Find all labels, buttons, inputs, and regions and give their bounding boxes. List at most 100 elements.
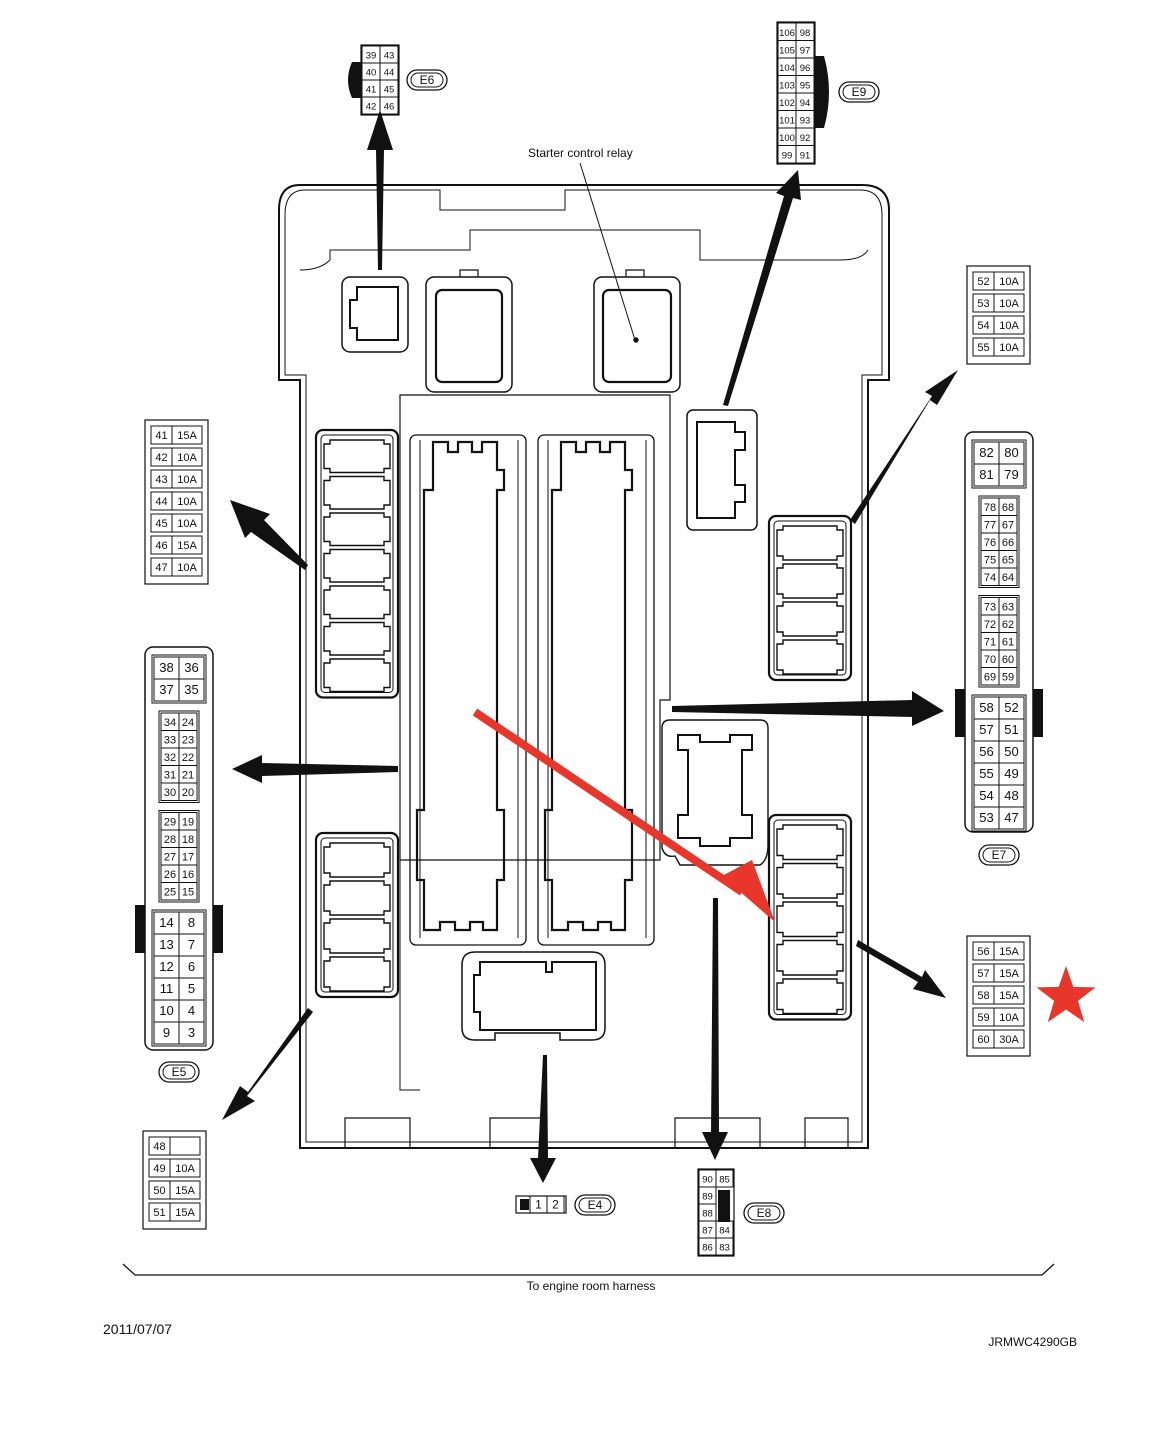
pin-label: 48 bbox=[1004, 788, 1018, 803]
fuse-slot bbox=[323, 918, 391, 954]
pin-label: 47 bbox=[1004, 810, 1018, 825]
pin-group bbox=[971, 439, 1027, 489]
connector-id: E9 bbox=[852, 85, 867, 99]
pin-label: 44 bbox=[384, 68, 395, 79]
pin-cell bbox=[171, 491, 203, 511]
pin-label: 102 bbox=[779, 98, 795, 109]
pin-label: 31 bbox=[164, 769, 176, 781]
fuse-number: 47 bbox=[155, 562, 167, 574]
pin-label: 89 bbox=[702, 1192, 713, 1203]
pin-label: 54 bbox=[979, 788, 993, 803]
connector-frame bbox=[964, 431, 1034, 833]
pin-cell bbox=[546, 1195, 565, 1214]
arrow-to-fuses-52-55 bbox=[850, 370, 958, 524]
pin-cell bbox=[178, 678, 205, 702]
fuse-block-frame bbox=[767, 813, 853, 1021]
pin-group bbox=[971, 694, 1027, 832]
pin-label: 82 bbox=[979, 445, 993, 460]
pin-cell bbox=[993, 941, 1025, 961]
fuse-block-inner bbox=[320, 837, 394, 993]
pin-cell bbox=[169, 1136, 201, 1156]
connector-id: E4 bbox=[588, 1198, 603, 1212]
pin-group bbox=[978, 595, 1020, 688]
fusible-link-block-left bbox=[409, 434, 527, 946]
pin-label: 61 bbox=[1002, 636, 1014, 648]
fuse-number: 49 bbox=[153, 1163, 165, 1175]
pin-label: 28 bbox=[164, 834, 176, 846]
fuse-slot bbox=[776, 901, 844, 938]
arrow-to-e5 bbox=[232, 755, 398, 783]
pin-label: 70 bbox=[984, 654, 996, 666]
diagram-date: 2011/07/07 bbox=[103, 1321, 172, 1337]
connector-latch bbox=[1033, 689, 1043, 737]
pin-label: 92 bbox=[800, 133, 811, 144]
pin-label: 105 bbox=[779, 45, 795, 56]
pin-cell bbox=[178, 782, 198, 801]
pin-label: 35 bbox=[184, 682, 198, 697]
pin-label: 30 bbox=[164, 787, 176, 799]
fuse-number: 43 bbox=[155, 474, 167, 486]
pin-cell bbox=[993, 293, 1025, 313]
pin-label: 40 bbox=[366, 68, 377, 79]
fuse-rating: 15A bbox=[177, 540, 197, 552]
pin-label: 87 bbox=[702, 1226, 713, 1237]
fuse-table-frame bbox=[144, 419, 209, 585]
connector-badge bbox=[406, 69, 448, 91]
arrow-to-e8 bbox=[702, 898, 728, 1160]
highlight-star bbox=[1036, 966, 1096, 1023]
fuse-block-52-55 bbox=[767, 514, 853, 682]
fuse-number: 48 bbox=[153, 1141, 165, 1153]
connector-latch bbox=[814, 56, 829, 128]
fuse-number: 52 bbox=[977, 276, 989, 288]
pin-label: 73 bbox=[984, 601, 996, 613]
fuse-number: 53 bbox=[977, 298, 989, 310]
fuse-number: 59 bbox=[977, 1012, 989, 1024]
pin-cell bbox=[169, 1180, 201, 1200]
pin-label: 84 bbox=[719, 1226, 730, 1237]
highlight-arrow bbox=[472, 708, 775, 922]
pin-cell bbox=[171, 425, 203, 445]
pin-label: 2 bbox=[552, 1198, 559, 1212]
pin-cell bbox=[715, 1237, 734, 1256]
fuse-rating: 10A bbox=[999, 1012, 1019, 1024]
fuse-slot bbox=[776, 978, 844, 1015]
relay-socket-right bbox=[686, 409, 758, 531]
fuse-slot bbox=[323, 956, 391, 992]
pin-label: 62 bbox=[1002, 619, 1014, 631]
pin-label: 11 bbox=[160, 981, 174, 996]
fuse-number: 55 bbox=[977, 342, 989, 354]
pin-label: 1 bbox=[535, 1198, 542, 1212]
fuse-number: 46 bbox=[155, 540, 167, 552]
connector-badge-inner bbox=[578, 1197, 612, 1213]
fuse-slot bbox=[323, 880, 391, 916]
pin-label: 65 bbox=[1002, 554, 1014, 566]
fuse-rating: 15A bbox=[177, 430, 197, 442]
fuse-slot bbox=[776, 939, 844, 976]
pin-label: 100 bbox=[779, 133, 795, 144]
pin-label: 14 bbox=[159, 915, 173, 930]
fuse-slot bbox=[323, 439, 391, 474]
pin-label: 19 bbox=[182, 816, 194, 828]
pin-label: 101 bbox=[779, 115, 795, 126]
pin-label: 27 bbox=[164, 851, 176, 863]
pin-label: 43 bbox=[384, 51, 395, 62]
pin-label: 60 bbox=[1002, 654, 1014, 666]
arrow-to-fuses-56-60 bbox=[856, 940, 946, 998]
pin-label: 22 bbox=[182, 752, 194, 764]
pin-cell bbox=[993, 1029, 1025, 1049]
pin-label: 59 bbox=[1002, 671, 1014, 683]
pin-label: 69 bbox=[984, 671, 996, 683]
pin-label: 34 bbox=[164, 717, 176, 729]
fuse-slot bbox=[776, 862, 844, 899]
fuse-slot bbox=[323, 658, 391, 693]
fuse-rating: 15A bbox=[999, 968, 1019, 980]
starter-relay-leader bbox=[579, 162, 636, 341]
pin-label: 42 bbox=[366, 102, 377, 113]
fuse-block-frame bbox=[314, 831, 400, 999]
pin-label: 106 bbox=[779, 28, 795, 39]
